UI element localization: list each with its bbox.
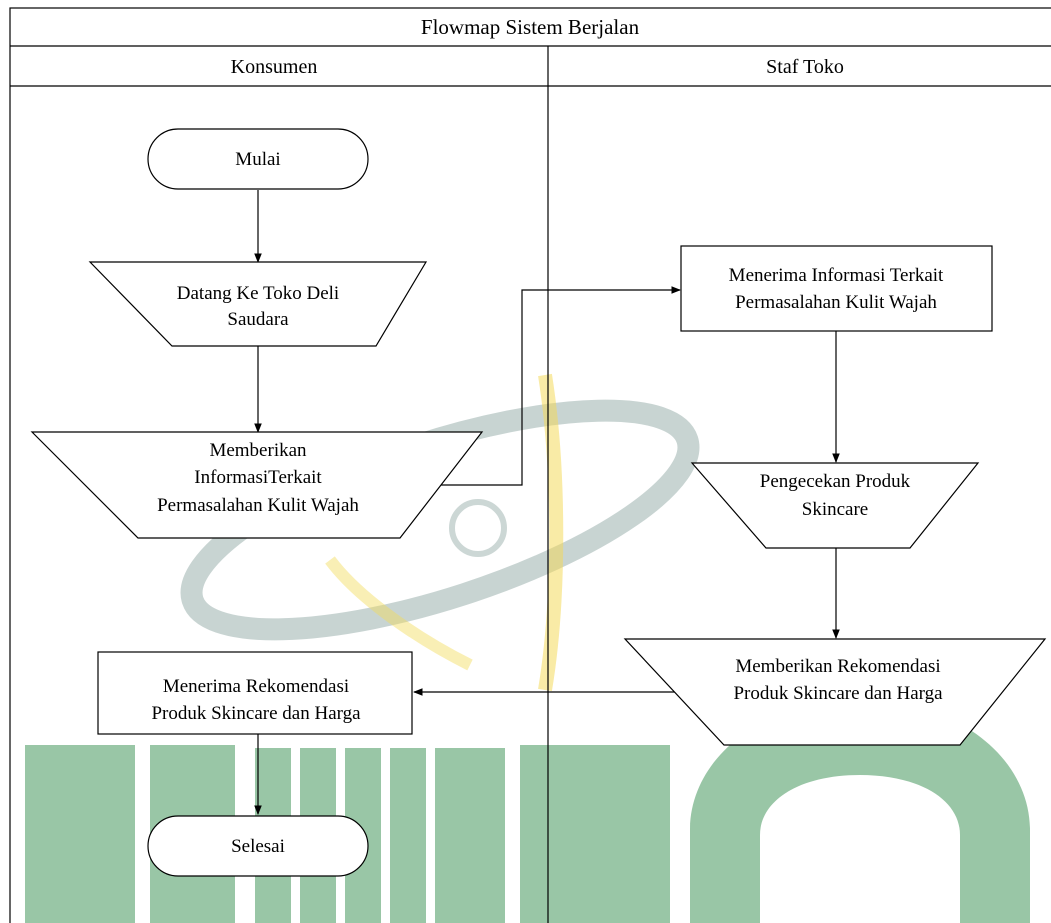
- node-mulai-shape: [147, 128, 369, 190]
- shapes: [30, 128, 1047, 877]
- node-selesai-shape: [147, 815, 369, 877]
- lane-header-konsumen: Konsumen: [231, 56, 318, 78]
- node-menerima-rekomendasi-label-1: Menerima Rekomendasi: [163, 676, 349, 697]
- node-datang-label-1: Datang Ke Toko Deli: [177, 283, 339, 304]
- node-datang-shape: [88, 261, 428, 347]
- swimlane-table: [9, 7, 1051, 923]
- diagram-title: Flowmap Sistem Berjalan: [421, 15, 640, 39]
- node-menerima-rekomendasi-shape: [97, 651, 413, 735]
- node-menerima-info-shape: [680, 245, 993, 332]
- connectors: [254, 190, 840, 815]
- node-mulai-label: Mulai: [235, 149, 280, 170]
- node-pengecekan-label-1: Pengecekan Produk: [760, 471, 911, 492]
- node-selesai-label: Selesai: [231, 836, 285, 857]
- node-labels: Mulai Datang Ke Toko Deli Saudara Member…: [151, 149, 944, 857]
- arrow-memberikan-menerima: [432, 286, 681, 486]
- node-memberikan-rekomendasi-shape: [623, 638, 1047, 746]
- node-memberikan-info-shape: [30, 431, 484, 539]
- node-pengecekan-label-2: Skincare: [802, 499, 868, 520]
- node-memberikan-info-label-2: InformasiTerkait: [194, 467, 322, 488]
- node-menerima-info-label-1: Menerima Informasi Terkait: [729, 265, 944, 286]
- lane-header-staf-toko: Staf Toko: [766, 56, 844, 78]
- node-pengecekan-shape: [690, 462, 980, 549]
- node-memberikan-rekomendasi-label-2: Produk Skincare dan Harga: [733, 683, 943, 704]
- node-memberikan-rekomendasi-label-1: Memberikan Rekomendasi: [735, 656, 940, 677]
- node-menerima-info-label-2: Permasalahan Kulit Wajah: [735, 292, 937, 313]
- node-memberikan-info-label-1: Memberikan: [209, 440, 307, 461]
- node-datang-label-2: Saudara: [227, 309, 289, 330]
- node-memberikan-info-label-3: Permasalahan Kulit Wajah: [157, 495, 359, 516]
- node-menerima-rekomendasi-label-2: Produk Skincare dan Harga: [151, 703, 361, 724]
